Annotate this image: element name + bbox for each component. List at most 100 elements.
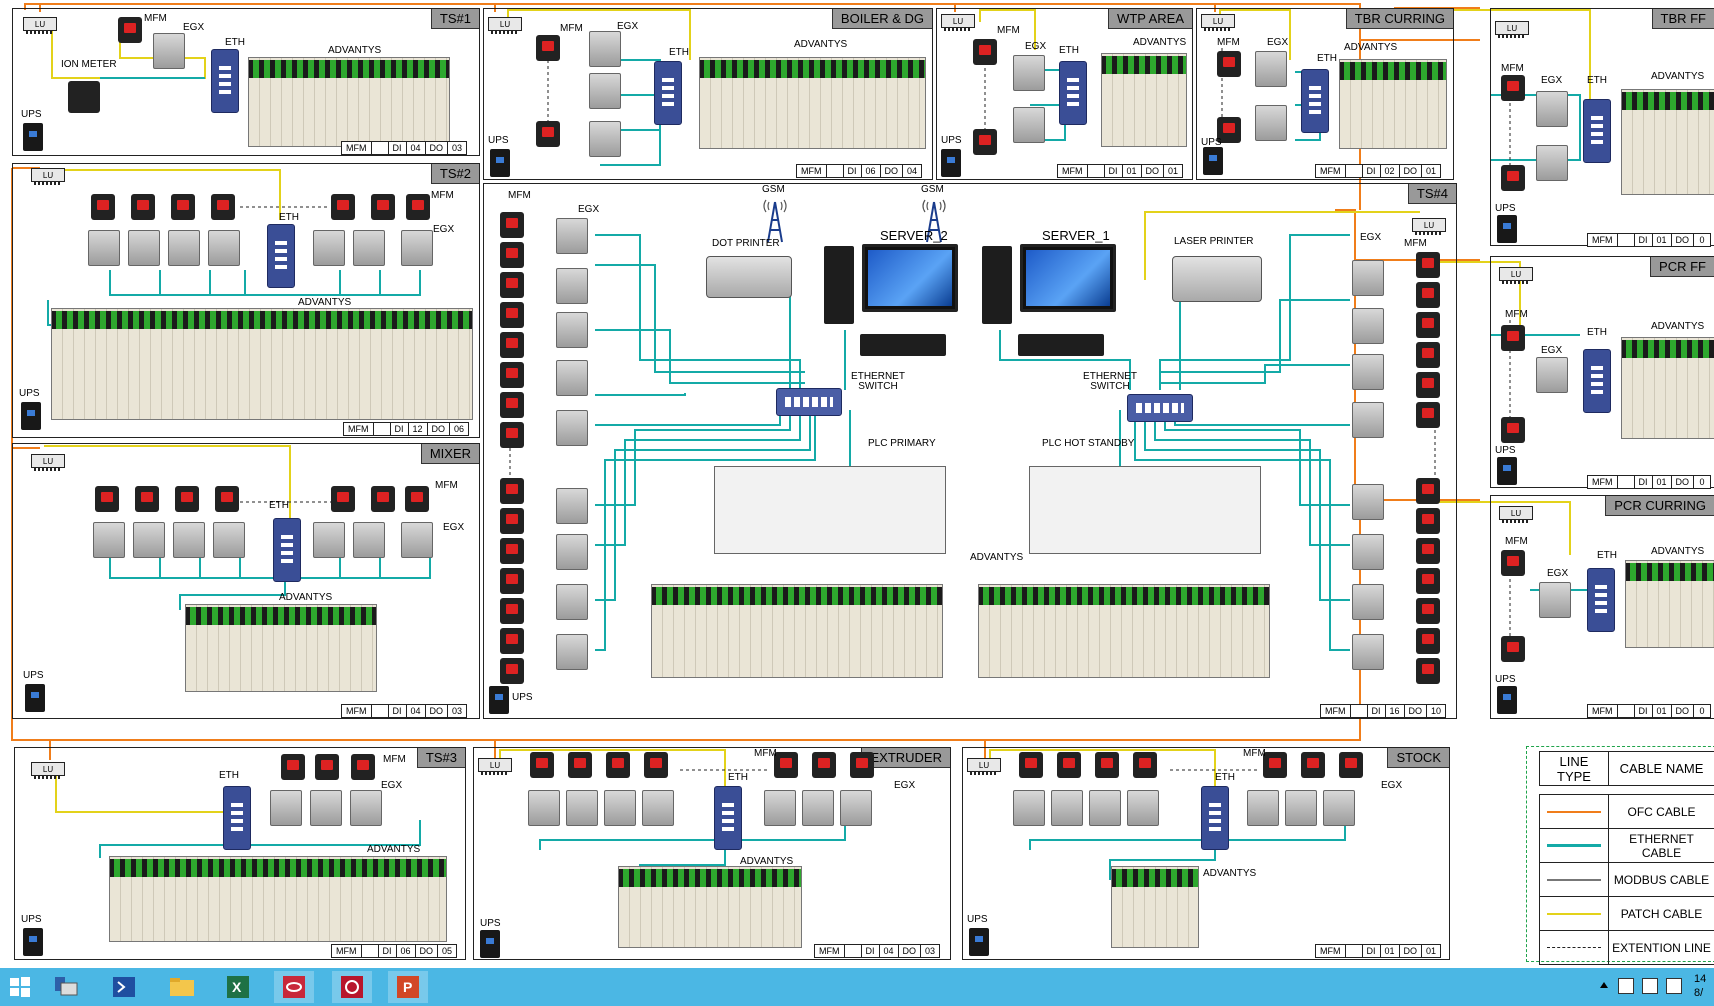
advantys-rack-right — [978, 584, 1270, 678]
lu-box: LU — [1412, 218, 1446, 232]
mfm-meter — [1416, 568, 1440, 594]
egx-gateway — [764, 790, 796, 826]
mfm-meter — [500, 628, 524, 654]
egx-gateway — [1352, 354, 1384, 390]
mfm-meter — [1263, 752, 1287, 778]
tray-volume-icon[interactable] — [1666, 978, 1682, 994]
egx-label: EGX — [443, 522, 464, 533]
advantys-label: ADVANTYS — [1651, 321, 1704, 332]
egx-gateway — [208, 230, 240, 266]
io-summary: MFMDI01DO0 — [1587, 233, 1711, 247]
advantys-rack — [1101, 53, 1187, 147]
ups-unit — [1203, 147, 1223, 175]
egx-gateway — [604, 790, 636, 826]
advantys-center-label: ADVANTYS — [970, 552, 1023, 563]
start-icon[interactable] — [0, 971, 40, 1003]
egx-label: EGX — [894, 780, 915, 791]
ups-unit — [1497, 457, 1517, 485]
mfm-meter — [1416, 508, 1440, 534]
mfm-meter — [1416, 478, 1440, 504]
mfm-meter — [331, 194, 355, 220]
eth-switch — [1583, 349, 1611, 413]
tray-network-icon[interactable] — [1642, 978, 1658, 994]
eth-switch — [211, 49, 239, 113]
advantys-label: ADVANTYS — [1344, 42, 1397, 53]
mfm-meter — [500, 332, 524, 358]
tray-flag-icon[interactable] — [1618, 978, 1634, 994]
egx-gateway — [1089, 790, 1121, 826]
tray-overflow-icon[interactable] — [1600, 982, 1608, 988]
egx-gateway — [1013, 790, 1045, 826]
egx-gateway — [270, 790, 302, 826]
legend-name-ofc: OFC CABLE — [1609, 795, 1714, 829]
legend-table: LINE TYPE CABLE NAME OFC CABLE ETHERNET … — [1539, 751, 1714, 965]
advantys-rack — [185, 604, 377, 692]
mfm-meter — [500, 538, 524, 564]
eth-label: ETH — [1587, 327, 1607, 338]
file-explorer-icon[interactable] — [162, 971, 202, 1003]
app-red-eye-icon[interactable] — [274, 971, 314, 1003]
mfm-meter — [315, 754, 339, 780]
egx-label: EGX — [381, 780, 402, 791]
egx-gateway — [802, 790, 834, 826]
powershell-icon[interactable] — [104, 971, 144, 1003]
panel-ts1: TS#1 LU MFM EGX ETH ADVANTYS ION METER U… — [12, 8, 480, 156]
panel-title: TS#1 — [431, 9, 479, 29]
mfm-meter — [500, 392, 524, 418]
mfm-meter — [1057, 752, 1081, 778]
io-summary: MFMDI01DO0 — [1587, 475, 1711, 489]
ethernet-switch-left-label: ETHERNET SWITCH — [850, 372, 906, 392]
advantys-label: ADVANTYS — [1203, 868, 1256, 879]
eth-switch — [1583, 99, 1611, 163]
panel-mixer: MIXER LU MFM EGX ETH ADVANTYS UPS MFMDI0… — [12, 443, 480, 719]
mfm-meter — [774, 752, 798, 778]
panel-tbr-curring: TBR CURRING LU MFM EGX ETH ADVANTYS UPS … — [1196, 8, 1454, 180]
ethernet-switch-right-label: ETHERNET SWITCH — [1082, 372, 1138, 392]
panel-stock: STOCK LU MFM EGX ETH ADVANTYS UPS MFMDI0… — [962, 747, 1450, 960]
mfm-meter — [91, 194, 115, 220]
mfm-meter — [1019, 752, 1043, 778]
advantys-rack — [1621, 89, 1714, 195]
egx-gateway — [1539, 582, 1571, 618]
powerpoint-icon[interactable]: P — [388, 971, 428, 1003]
mfm-label: MFM — [754, 748, 777, 759]
ups-label: UPS — [23, 670, 44, 681]
ion-meter-label: ION METER — [61, 59, 117, 70]
legend-swatch-ofc — [1540, 795, 1609, 829]
mfm-meter — [281, 754, 305, 780]
mfm-meter — [500, 242, 524, 268]
panel-title: TS#3 — [417, 748, 465, 768]
io-summary: MFMDI02DO01 — [1315, 164, 1441, 178]
mfm-meter — [371, 486, 395, 512]
ups-unit — [23, 928, 43, 956]
egx-gateway — [1536, 357, 1568, 393]
egx-gateway — [1352, 634, 1384, 670]
panel-title: TS#4 — [1408, 184, 1456, 204]
mfm-meter — [850, 752, 874, 778]
excel-icon[interactable]: X — [218, 971, 258, 1003]
mfm-meter — [1416, 658, 1440, 684]
eth-switch — [1059, 61, 1087, 125]
legend-name-extension: EXTENTION LINE — [1609, 931, 1714, 965]
mfm-meter — [1501, 75, 1525, 101]
egx-gateway — [556, 312, 588, 348]
egx-gateway — [1352, 484, 1384, 520]
mfm-label: MFM — [1501, 63, 1524, 74]
legend-header-type: LINE TYPE — [1540, 752, 1609, 786]
egx-gateway — [173, 522, 205, 558]
plc-primary-label: PLC PRIMARY — [868, 438, 936, 449]
lu-box: LU — [23, 17, 57, 31]
panel-ts4: TS#4 MFM EGX LU EGX MFM — [483, 183, 1457, 719]
tray-clock[interactable]: 14 8/ — [1694, 972, 1714, 1000]
advantys-label: ADVANTYS — [1651, 546, 1704, 557]
egx-gateway — [93, 522, 125, 558]
panel-pcr-curring: PCR CURRING LU MFM EGX ETH ADVANTYS UPS … — [1490, 495, 1714, 719]
lu-box: LU — [967, 758, 1001, 772]
server-manager-icon[interactable] — [46, 971, 86, 1003]
egx-gateway — [589, 31, 621, 67]
app-red-circle-icon[interactable] — [332, 971, 372, 1003]
